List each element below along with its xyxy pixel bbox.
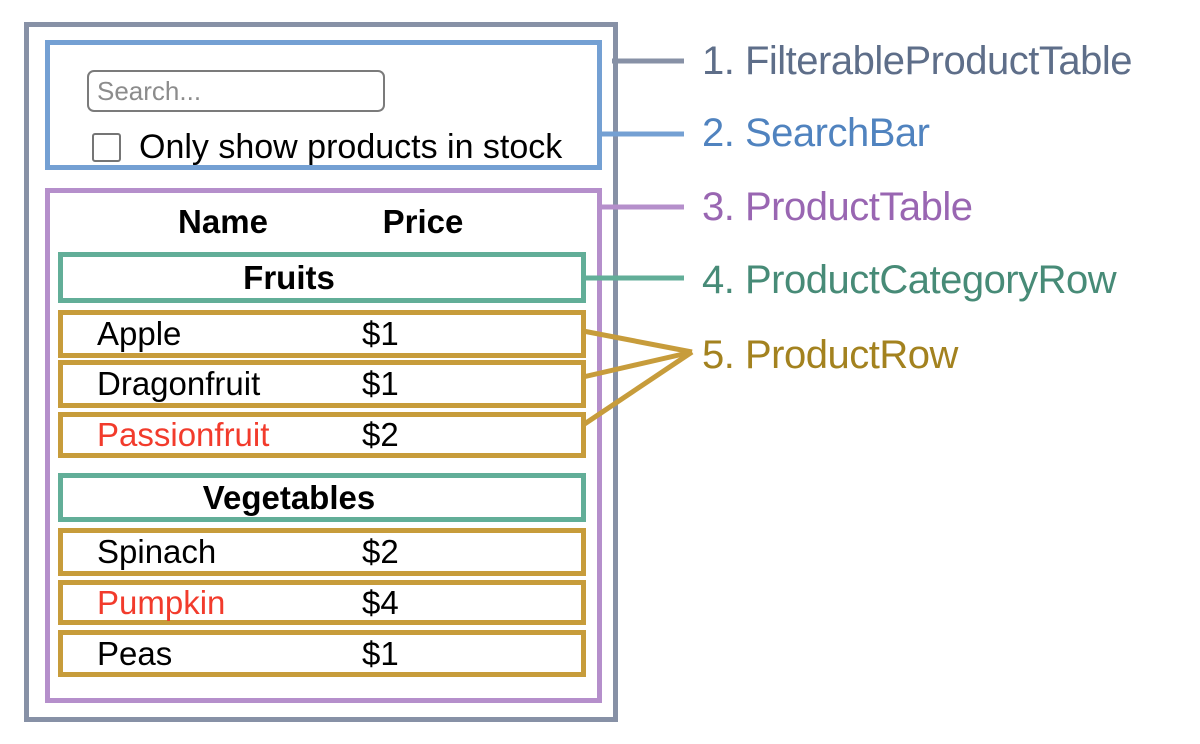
product-price: $1 bbox=[362, 365, 399, 402]
search-bar-box: Only show products in stock bbox=[45, 40, 602, 170]
legend-label-product-category-row: 4. ProductCategoryRow bbox=[702, 258, 1117, 302]
filterable-product-table-box: Only show products in stock Name Price F… bbox=[24, 22, 618, 722]
product-row-pumpkin: Pumpkin $4 bbox=[58, 580, 586, 625]
product-row-apple: Apple $1 bbox=[58, 310, 586, 358]
legend-label-filterable-product-table: 1. FilterableProductTable bbox=[702, 39, 1132, 83]
in-stock-checkbox-label: Only show products in stock bbox=[139, 127, 563, 166]
legend-label-product-row: 5. ProductRow bbox=[702, 333, 958, 377]
legend-label-product-table: 3. ProductTable bbox=[702, 185, 973, 229]
product-name: Peas bbox=[97, 634, 173, 672]
product-price: $4 bbox=[362, 583, 399, 621]
in-stock-checkbox[interactable] bbox=[92, 132, 121, 162]
stock-filter-row: Only show products in stock bbox=[92, 125, 562, 169]
category-row-fruits: Fruits bbox=[58, 252, 586, 303]
product-name-out-of-stock: Passionfruit bbox=[97, 416, 270, 453]
product-price: $2 bbox=[362, 533, 399, 570]
product-name: Apple bbox=[97, 315, 182, 352]
product-row-passionfruit: Passionfruit $2 bbox=[58, 412, 586, 458]
product-name: Dragonfruit bbox=[97, 365, 261, 402]
product-table-box: Name Price Fruits Apple $1 Dragonfruit $… bbox=[45, 188, 602, 703]
search-input[interactable] bbox=[87, 70, 385, 112]
category-label: Vegetables bbox=[202, 478, 376, 516]
product-price: $1 bbox=[362, 315, 399, 352]
product-price: $2 bbox=[362, 416, 399, 453]
column-header-name: Name bbox=[178, 203, 268, 240]
product-row-spinach: Spinach $2 bbox=[58, 528, 586, 576]
product-name: Spinach bbox=[97, 533, 217, 570]
category-label: Fruits bbox=[243, 258, 335, 296]
product-price: $1 bbox=[362, 634, 399, 672]
product-name-out-of-stock: Pumpkin bbox=[97, 583, 226, 621]
category-row-vegetables: Vegetables bbox=[58, 473, 586, 522]
product-row-peas: Peas $1 bbox=[58, 630, 586, 677]
column-header-price: Price bbox=[382, 203, 464, 240]
legend-label-search-bar: 2. SearchBar bbox=[702, 111, 930, 155]
product-row-dragonfruit: Dragonfruit $1 bbox=[58, 360, 586, 408]
